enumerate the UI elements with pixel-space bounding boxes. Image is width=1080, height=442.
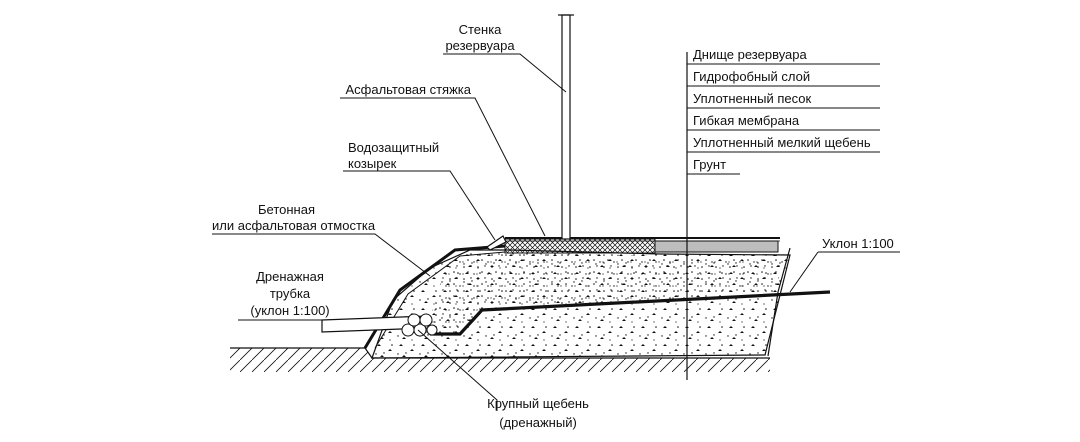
- layer-item: Грунт: [693, 157, 726, 172]
- svg-text:Бетонная: Бетонная: [258, 202, 315, 217]
- svg-text:Стенка: Стенка: [459, 22, 503, 37]
- svg-text:Водозащитный: Водозащитный: [348, 140, 439, 155]
- label-blind-area: Бетонная или асфальтовая отмостка: [212, 202, 376, 233]
- tank-bottom-layers: [504, 237, 780, 254]
- label-water-visor: Водозащитный козырек: [348, 140, 439, 171]
- layer-item: Уплотненный песок: [693, 91, 811, 106]
- drain-pipe-bundle: [401, 313, 438, 337]
- layer-item: Гибкая мембрана: [693, 113, 800, 128]
- compacted-sand: [425, 252, 785, 334]
- layer-item: Уплотненный мелкий щебень: [693, 135, 871, 150]
- label-slope: Уклон 1:100: [822, 236, 894, 251]
- layer-item: Гидрофобный слой: [693, 69, 810, 84]
- flexible-membrane: [430, 290, 831, 336]
- svg-text:резервуара: резервуара: [445, 38, 515, 53]
- foundation-right-edge: [767, 247, 791, 357]
- tank-wall: [558, 14, 574, 240]
- label-tank-wall: Стенка резервуара: [445, 22, 515, 53]
- leader-lines: [212, 53, 900, 411]
- svg-text:козырек: козырек: [348, 156, 397, 171]
- layer-item: Днище резервуара: [693, 47, 808, 62]
- label-coarse-gravel: Крупный щебень (дренажный): [487, 396, 589, 430]
- svg-text:трубка: трубка: [270, 286, 311, 301]
- drain-pipe: [321, 313, 438, 337]
- svg-text:(уклон 1:100): (уклон 1:100): [250, 303, 329, 318]
- label-asphalt-screed: Асфальтовая стяжка: [345, 82, 471, 97]
- svg-text:Дренажная: Дренажная: [256, 269, 324, 284]
- svg-text:или асфальтовая отмостка: или асфальтовая отмостка: [212, 218, 376, 233]
- layers-list: Днище резервуара Гидрофобный слой Уплотн…: [687, 47, 880, 175]
- svg-text:(дренажный): (дренажный): [499, 415, 577, 430]
- ground-soil: [230, 347, 770, 372]
- label-drain-pipe: Дренажная трубка (уклон 1:100): [250, 269, 329, 318]
- water-visor: [486, 235, 507, 251]
- svg-text:Крупный щебень: Крупный щебень: [487, 396, 589, 411]
